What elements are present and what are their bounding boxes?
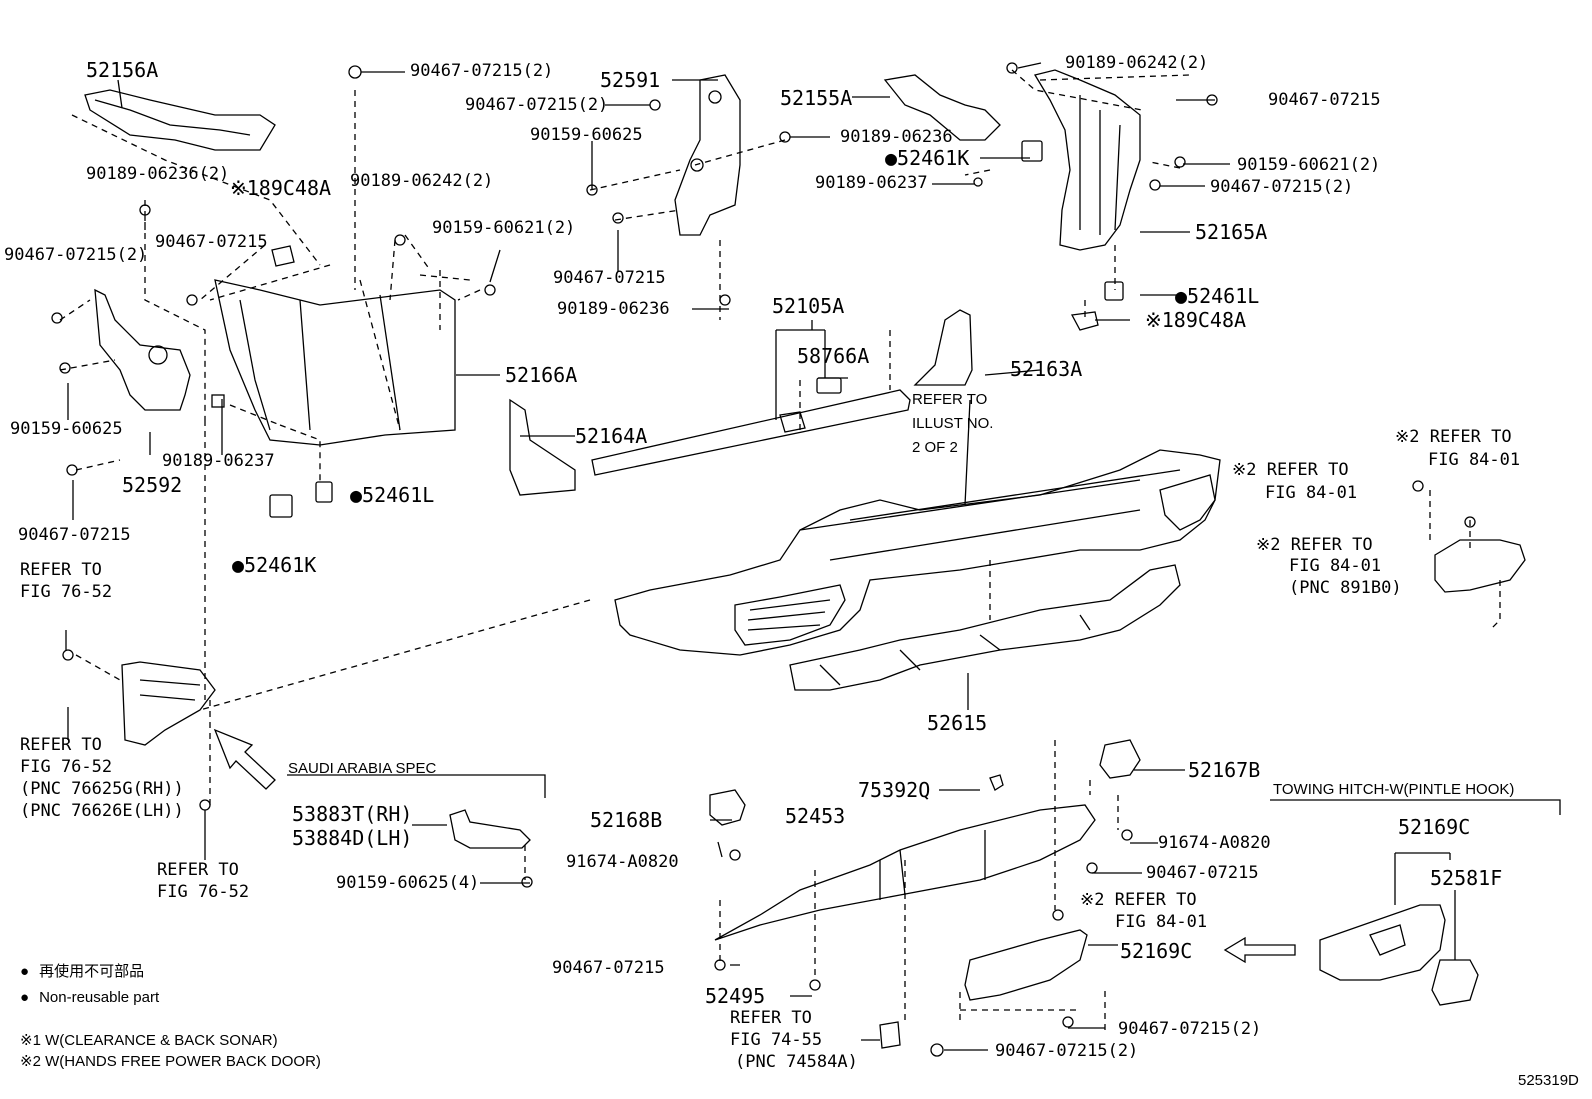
part-52156A-label: 52156A xyxy=(86,58,159,82)
part-90159-60625-label: 90159-60625 xyxy=(10,419,123,439)
part-52591-label: 52591 xyxy=(600,68,661,92)
part-52461L-label: 52461L xyxy=(350,485,434,505)
refer-fig-76-52-a-line2: FIG 76-52 xyxy=(20,582,113,602)
part-90467-07215-2-label: 90467-07215(2) xyxy=(410,61,554,81)
saudi-arabia-spec-title: SAUDI ARABIA SPEC xyxy=(288,760,437,777)
part-90189-06237-label: 90189-06237 xyxy=(162,451,275,471)
part-52495-label: 52495 xyxy=(705,984,766,1008)
part-52592-label: 52592 xyxy=(122,473,183,497)
refer-fig-76-52-c-line2: FIG 76-52 xyxy=(157,882,250,902)
part-90467-07215-label: 90467-07215 xyxy=(553,268,666,288)
towing-hitch-title: TOWING HITCH-W(PINTLE HOOK) xyxy=(1273,781,1515,798)
part-75392Q-label: 75392Q xyxy=(858,778,931,802)
part-52155A-label: 52155A xyxy=(780,86,853,110)
part-53883T-label: 53883T(RH) xyxy=(292,802,413,826)
footnote-2: ※2 W(HANDS FREE POWER BACK DOOR) xyxy=(20,1053,321,1070)
refer-illust-line1: REFER TO xyxy=(912,391,988,408)
part-90189-06237-label: 90189-06237 xyxy=(815,173,928,193)
refer-illust-line3: 2 OF 2 xyxy=(912,439,958,456)
refer-fig-84-01-c-line2: FIG 84-01 xyxy=(1289,556,1382,576)
refer-fig-84-01-c-line1: ※2 REFER TO xyxy=(1256,535,1373,555)
part-52165A-label: 52165A xyxy=(1195,220,1268,244)
part-91674-A0820-label: 91674-A0820 xyxy=(566,852,679,872)
part-90467-07215-label: 90467-07215 xyxy=(18,525,131,545)
legend-jp-text: 再使用不可部品 xyxy=(39,963,145,980)
refer-fig-84-01-d-line2: FIG 84-01 xyxy=(1115,912,1208,932)
part-52164A-label: 52164A xyxy=(575,424,648,448)
part-90189-06242-2-label: 90189-06242(2) xyxy=(1065,53,1209,73)
refer-fig-76-52-c-line1: REFER TO xyxy=(157,860,239,880)
refer-fig-74-55-line2: FIG 74-55 xyxy=(730,1030,823,1050)
refer-fig-84-01-b-line2: FIG 84-01 xyxy=(1265,483,1358,503)
part-52615-label: 52615 xyxy=(927,711,988,735)
part-90467-07215-2-label: 90467-07215(2) xyxy=(995,1041,1139,1061)
part-58766A-label: 58766A xyxy=(797,344,870,368)
part-52105A-label: 52105A xyxy=(772,294,845,318)
part-52461L-label: 52461L xyxy=(1175,286,1259,306)
part-52169C-label: 52169C xyxy=(1120,939,1193,963)
part-90467-07215-label: 90467-07215 xyxy=(1268,90,1381,110)
part-189C48A-label: ※189C48A xyxy=(230,176,332,200)
part-91674-A0820-label: 91674-A0820 xyxy=(1158,833,1271,853)
part-90189-06236-label: 90189-06236 xyxy=(557,299,670,319)
refer-illust-line2: ILLUST NO. xyxy=(912,415,994,432)
refer-fig-76-52-b-line2: FIG 76-52 xyxy=(20,757,113,777)
refer-fig-76-52-b-line1: REFER TO xyxy=(20,735,102,755)
part-52453-label: 52453 xyxy=(785,804,846,828)
refer-fig-84-01-c-line3: (PNC 891B0) xyxy=(1289,578,1402,598)
part-90189-06236-label: 90189-06236 xyxy=(840,127,953,147)
refer-fig-84-01-d-line1: ※2 REFER TO xyxy=(1080,890,1197,910)
part-90189-06242-2-label: 90189-06242(2) xyxy=(350,171,494,191)
part-52461K-label: 52461K xyxy=(232,555,316,575)
refer-fig-84-01-b-line1: ※2 REFER TO xyxy=(1232,460,1349,480)
refer-fig-76-52-b-line4: (PNC 76626E(LH)) xyxy=(20,801,184,821)
part-90159-60625-4-label: 90159-60625(4) xyxy=(336,873,480,893)
part-90467-07215-label: 90467-07215 xyxy=(155,232,268,252)
part-53884D-label: 53884D(LH) xyxy=(292,826,413,850)
part-90467-07215-label: 90467-07215 xyxy=(1146,863,1259,883)
legend-nonreusable-jp: 再使用不可部品 xyxy=(20,964,144,979)
part-52169C-label: 52169C xyxy=(1398,815,1471,839)
part-90467-07215-2-label: 90467-07215(2) xyxy=(4,245,148,265)
part-90467-07215-2-label: 90467-07215(2) xyxy=(1118,1019,1262,1039)
part-52581F-label: 52581F xyxy=(1430,866,1503,890)
legend-nonreusable-en: Non-reusable part xyxy=(20,990,159,1005)
part-90159-60625-label: 90159-60625 xyxy=(530,125,643,145)
refer-fig-74-55-line1: REFER TO xyxy=(730,1008,812,1028)
refer-fig-76-52-a-line1: REFER TO xyxy=(20,560,102,580)
part-90467-07215-label: 90467-07215 xyxy=(552,958,665,978)
part-52168B-label: 52168B xyxy=(590,808,663,832)
legend-en-text: Non-reusable part xyxy=(39,989,160,1006)
refer-fig-74-55-line3: (PNC 74584A) xyxy=(735,1052,858,1072)
part-52163A-label: 52163A xyxy=(1010,357,1083,381)
part-90189-06236-2-label: 90189-06236(2) xyxy=(86,164,230,184)
part-52166A-label: 52166A xyxy=(505,363,578,387)
refer-fig-76-52-b-line3: (PNC 76625G(RH)) xyxy=(20,779,184,799)
part-90159-60621-2-label: 90159-60621(2) xyxy=(1237,155,1381,175)
diagram-id: 525319D xyxy=(1518,1072,1579,1089)
part-90159-60621-2-label: 90159-60621(2) xyxy=(432,218,576,238)
part-90467-07215-2-label: 90467-07215(2) xyxy=(1210,177,1354,197)
part-189C48A-label: ※189C48A xyxy=(1145,308,1247,332)
part-52167B-label: 52167B xyxy=(1188,758,1261,782)
footnote-1: ※1 W(CLEARANCE & BACK SONAR) xyxy=(20,1032,278,1049)
part-52461K-label: 52461K xyxy=(885,148,969,168)
refer-fig-84-01-a-line1: ※2 REFER TO xyxy=(1395,427,1512,447)
refer-fig-84-01-a-line2: FIG 84-01 xyxy=(1428,450,1521,470)
part-90467-07215-2-label: 90467-07215(2) xyxy=(465,95,609,115)
